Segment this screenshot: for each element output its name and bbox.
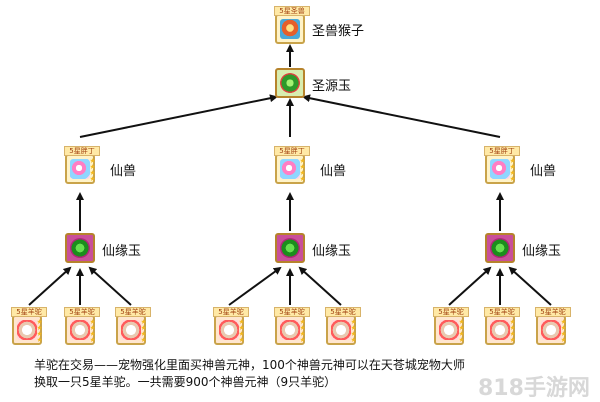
pet-name: 仙兽 (530, 164, 557, 179)
fairy-pet-icon: 5星胖丁 (64, 146, 100, 184)
alpaca-icon: 5星羊驼 (213, 307, 249, 345)
alpaca-icon: 5星羊驼 (535, 307, 571, 345)
fairy-jade-icon (275, 233, 305, 263)
material-badge: 5星羊驼 (325, 307, 361, 317)
alpaca-icon: 5星羊驼 (64, 307, 100, 345)
jade-name: 仙缘玉 (102, 244, 142, 259)
caption-line-1: 羊驼在交易——宠物强化里面买神兽元神，100个神兽元神可以在天苍城宠物大师 (34, 358, 465, 372)
alpaca-icon: 5星羊驼 (325, 307, 361, 345)
arrow-m23 (298, 266, 342, 306)
material-badge: 5星羊驼 (535, 307, 571, 317)
arrow-m21 (228, 266, 282, 306)
arrow-m31 (448, 266, 492, 306)
material-badge: 5星羊驼 (115, 307, 151, 317)
top-name: 圣兽猴子 (312, 24, 365, 39)
pet-badge: 5星胖丁 (64, 146, 100, 156)
material-badge: 5星羊驼 (64, 307, 100, 317)
arrow-m11 (28, 266, 72, 306)
arrow-m13 (88, 266, 132, 306)
pet-badge: 5星胖丁 (484, 146, 520, 156)
material-badge: 5星羊驼 (433, 307, 469, 317)
site-watermark: 818手游网 (478, 376, 590, 401)
source-jade-name: 圣源玉 (312, 79, 352, 94)
monkey-icon: 5星圣兽 (274, 6, 310, 44)
arrow-m33 (508, 266, 552, 306)
arrow-pet3-to-jade (302, 94, 501, 138)
caption-line-2: 换取一只5星羊驼。一共需要900个神兽元神（9只羊驼） (34, 375, 337, 389)
jade-name: 仙缘玉 (522, 244, 562, 259)
alpaca-icon: 5星羊驼 (11, 307, 47, 345)
caption: 羊驼在交易——宠物强化里面买神兽元神，100个神兽元神可以在天苍城宠物大师 换取… (34, 357, 554, 391)
alpaca-icon: 5星羊驼 (274, 307, 310, 345)
source-jade-icon (275, 68, 305, 98)
alpaca-icon: 5星羊驼 (115, 307, 151, 345)
material-badge: 5星羊驼 (213, 307, 249, 317)
alpaca-icon: 5星羊驼 (484, 307, 520, 345)
material-badge: 5星羊驼 (11, 307, 47, 317)
pet-badge: 5星胖丁 (274, 146, 310, 156)
fairy-jade-icon (485, 233, 515, 263)
top-badge: 5星圣兽 (274, 6, 310, 16)
arrow-pet1-to-jade (79, 94, 278, 138)
fairy-pet-icon: 5星胖丁 (274, 146, 310, 184)
jade-name: 仙缘玉 (312, 244, 352, 259)
fairy-pet-icon: 5星胖丁 (484, 146, 520, 184)
fairy-jade-icon (65, 233, 95, 263)
material-badge: 5星羊驼 (274, 307, 310, 317)
material-badge: 5星羊驼 (484, 307, 520, 317)
alpaca-icon: 5星羊驼 (433, 307, 469, 345)
pet-name: 仙兽 (320, 164, 347, 179)
pet-name: 仙兽 (110, 164, 137, 179)
